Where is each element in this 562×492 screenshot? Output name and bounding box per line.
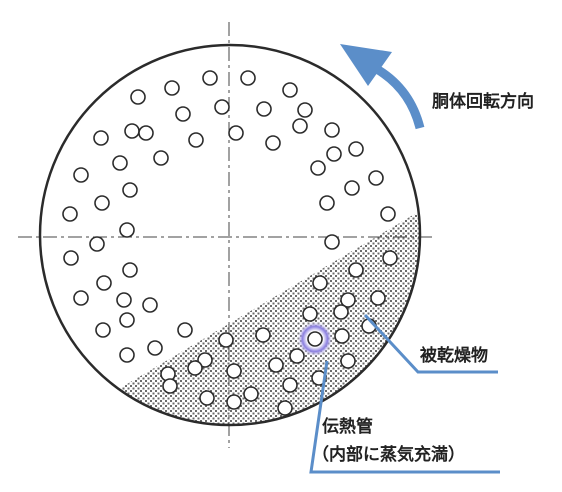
heat-tube xyxy=(348,262,364,278)
heat-tube xyxy=(297,102,313,118)
heat-tube xyxy=(162,378,178,394)
heat-tube xyxy=(119,347,135,363)
heat-tube xyxy=(292,118,308,134)
tube-leader-line xyxy=(309,360,500,474)
heat-tube xyxy=(228,125,244,141)
rotation-direction-label: 胴体回転方向 xyxy=(432,91,534,112)
heat-tube xyxy=(112,155,128,171)
heat-tube xyxy=(214,99,230,115)
heat-tube xyxy=(334,328,350,344)
heat-tube xyxy=(265,135,281,151)
heat-tube xyxy=(94,195,110,211)
heat-tube xyxy=(96,275,112,291)
heat-tube xyxy=(310,160,326,176)
heat-tube xyxy=(138,125,154,141)
heat-tube xyxy=(153,150,169,166)
heat-tube xyxy=(187,360,203,376)
heat-tube xyxy=(240,70,256,86)
heat-tube xyxy=(326,146,342,162)
material-label: 被乾燥物 xyxy=(420,345,488,366)
heat-tube xyxy=(255,327,271,343)
heat-tube xyxy=(197,352,213,368)
heat-tube xyxy=(130,89,146,105)
curved-arrow-head xyxy=(340,44,392,86)
heat-tube-label: 伝熱管 xyxy=(322,416,373,437)
heat-tube xyxy=(119,312,135,328)
heat-tube xyxy=(368,170,384,186)
heat-tube xyxy=(243,386,259,402)
heat-tube xyxy=(348,141,364,157)
heat-tube xyxy=(122,182,138,198)
heat-tube xyxy=(62,206,78,222)
heat-tube xyxy=(93,130,109,146)
heat-tube xyxy=(324,234,340,250)
highlighted-heat-tube xyxy=(307,331,323,347)
heat-tube xyxy=(282,82,298,98)
heat-tube xyxy=(319,195,335,211)
heat-tube xyxy=(382,250,398,266)
heat-tube xyxy=(89,236,105,252)
heat-tube xyxy=(268,357,284,373)
heat-tube xyxy=(202,70,218,86)
heat-tube xyxy=(256,101,272,117)
heat-tube xyxy=(164,80,180,96)
heat-tube xyxy=(277,400,293,416)
heat-tube xyxy=(282,377,298,393)
heat-tube xyxy=(226,363,242,379)
heat-tube xyxy=(344,180,360,196)
heat-tube xyxy=(142,297,158,313)
material-leader-line xyxy=(363,313,498,374)
heat-tube-note-label: （内部に蒸気充満） xyxy=(312,444,465,465)
heat-tube xyxy=(63,250,79,266)
heat-tube xyxy=(95,322,111,338)
heat-tube xyxy=(312,275,328,291)
heat-tube xyxy=(122,262,138,278)
heat-tube xyxy=(73,290,89,306)
heat-tube xyxy=(289,348,305,364)
heat-tube xyxy=(380,206,396,222)
heat-tube xyxy=(218,332,234,348)
heat-tube xyxy=(177,322,193,338)
heat-tube xyxy=(370,290,386,306)
heat-tube xyxy=(226,394,242,410)
heat-tube xyxy=(73,167,89,183)
curved-arrow-icon xyxy=(372,64,425,130)
material-region xyxy=(100,205,420,425)
heat-tube xyxy=(124,123,140,139)
heat-tube-group xyxy=(62,70,398,416)
heat-tube xyxy=(333,304,349,320)
heat-tube xyxy=(340,292,356,308)
heat-tube xyxy=(324,122,340,138)
heat-tube xyxy=(175,106,191,122)
drum-shell xyxy=(38,43,422,427)
heat-tube xyxy=(188,132,204,148)
heat-tube xyxy=(119,222,135,238)
heat-tube xyxy=(340,353,356,369)
heat-tube xyxy=(147,340,163,356)
heat-tube xyxy=(116,292,132,308)
heat-tube xyxy=(199,390,215,406)
heat-tube xyxy=(302,306,318,322)
